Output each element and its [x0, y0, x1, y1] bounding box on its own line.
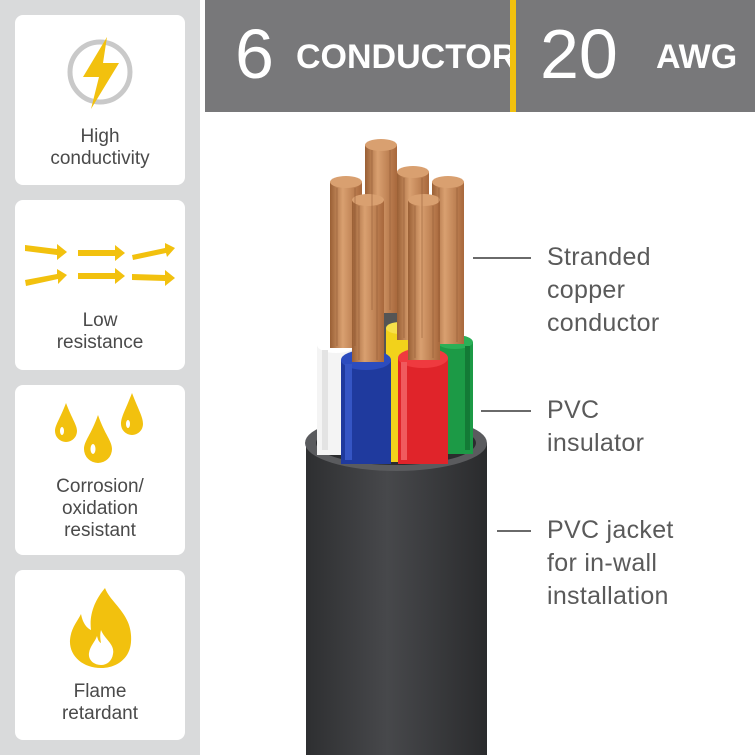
feature-card-resistance: Low resistance [15, 200, 185, 370]
gauge-unit: AWG [656, 38, 738, 76]
feature-card-corrosion: Corrosion/ oxidation resistant [15, 385, 185, 555]
callout-leader-insulator [481, 410, 531, 412]
droplets-icon [55, 393, 143, 463]
copper-conductors [330, 139, 464, 362]
feature-label-line1: High [80, 126, 120, 147]
lightning-icon [67, 37, 133, 109]
header-divider [510, 0, 516, 112]
callout-line: insulator [547, 429, 645, 457]
callout-line: Stranded [547, 243, 651, 271]
conductor-count: 6 [235, 15, 274, 93]
feature-label-line1: Flame [73, 681, 127, 702]
arrows-icon [25, 243, 175, 286]
callout-leader-jacket [497, 530, 531, 532]
wire-red [398, 348, 448, 464]
callout-leader-conductor [473, 257, 531, 259]
gauge-value: 20 [540, 15, 618, 93]
callout-line: installation [547, 582, 669, 610]
feature-label-line3: resistant [64, 520, 136, 541]
callout-line: PVC [547, 396, 600, 424]
callout-line: PVC jacket [547, 516, 674, 544]
flame-icon [69, 588, 132, 668]
callout-conductor: Stranded copper conductor [547, 241, 660, 340]
pvc-jacket [305, 415, 487, 755]
feature-label-line2: retardant [61, 703, 139, 724]
callout-line: conductor [547, 309, 660, 337]
wire-blue [341, 350, 391, 464]
feature-sidebar: High conductivity Low resistance [0, 0, 200, 755]
feature-label-line2: oxidation [61, 498, 139, 519]
feature-label-line1: Corrosion/ [56, 476, 144, 497]
callout-line: copper [547, 276, 626, 304]
feature-card-flame: Flame retardant [15, 570, 185, 740]
callout-insulator: PVC insulator [547, 394, 644, 460]
feature-label-line2: conductivity [50, 148, 150, 169]
feature-label-line1: Low [82, 310, 118, 331]
conductor-label: CONDUCTOR [296, 38, 517, 76]
feature-card-conductivity: High conductivity [15, 15, 185, 185]
callout-line: for in-wall [547, 549, 658, 577]
feature-label-line2: resistance [56, 332, 144, 353]
spec-header: 6 CONDUCTOR 20 AWG [205, 0, 755, 112]
callout-jacket: PVC jacket for in-wall installation [547, 514, 674, 613]
